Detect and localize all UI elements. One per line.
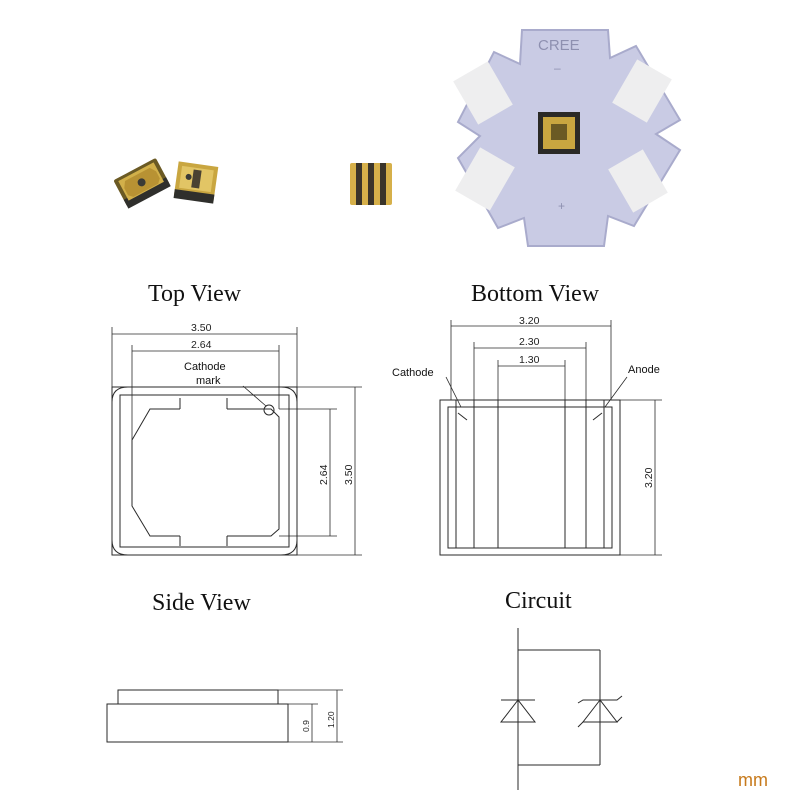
bottom-dim-pad-span: 2.30: [519, 336, 540, 348]
bottom-view-dimensions: [445, 320, 662, 556]
top-dim-inner-height: 2.64: [318, 464, 330, 485]
side-view-dimensions: [278, 689, 343, 743]
bottom-anode-label: Anode: [628, 364, 660, 376]
top-view-dimensions: [111, 327, 362, 556]
tvs-bar: [577, 695, 623, 704]
side-dim-total: 1.20: [326, 711, 336, 728]
chip-photo-bottom: [350, 163, 392, 205]
chip-photo-angled-2: [173, 161, 219, 204]
tvs-diode-symbol: [577, 699, 623, 728]
star-board-photo: CREE – +: [453, 29, 682, 247]
diode-symbol: [499, 699, 537, 723]
title-circuit: Circuit: [505, 588, 572, 614]
bottom-dim-center: 1.30: [519, 354, 540, 366]
unit-label: mm: [738, 770, 768, 790]
title-bottom-view: Bottom View: [471, 281, 600, 307]
bottom-cathode-label: Cathode: [392, 367, 434, 379]
side-view-drawing: [106, 689, 289, 743]
top-cathode-mark-label-1: Cathode: [184, 361, 226, 373]
top-dim-outer-height: 3.50: [343, 464, 355, 485]
title-top-view: Top View: [148, 281, 242, 307]
board-plus-mark: +: [558, 199, 565, 213]
chip-photo-angled-1: [114, 158, 171, 209]
board-minus-mark: –: [554, 61, 561, 75]
board-silkscreen: CREE: [538, 37, 580, 54]
top-dim-inner-width: 2.64: [191, 339, 212, 351]
title-side-view: Side View: [152, 590, 251, 616]
side-dim-body: 0.9: [301, 720, 311, 732]
bottom-dim-width: 3.20: [519, 315, 540, 327]
bottom-dim-height: 3.20: [643, 467, 655, 488]
top-dim-outer-width: 3.50: [191, 322, 212, 334]
top-cathode-mark-label-2: mark: [196, 375, 221, 387]
circuit-drawing: [499, 628, 623, 790]
top-view-drawing: [111, 386, 298, 556]
bottom-view-drawing: [439, 399, 621, 556]
